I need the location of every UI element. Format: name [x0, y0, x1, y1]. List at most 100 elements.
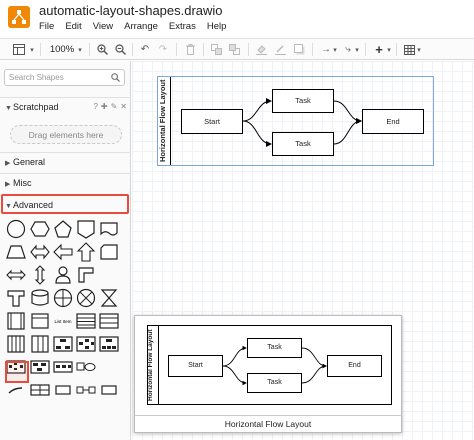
toolbar-divider: [312, 43, 313, 56]
chevron-down-icon[interactable]: ▾: [30, 46, 34, 54]
highlight-box: [1, 194, 129, 214]
line-color-icon[interactable]: [273, 42, 287, 57]
to-back-icon[interactable]: [227, 42, 241, 57]
search-icon[interactable]: [111, 73, 120, 82]
menu-view[interactable]: View: [92, 21, 114, 32]
list-item-label: List Item: [54, 319, 71, 324]
insert-plus-icon[interactable]: +: [375, 42, 383, 57]
menu-extras[interactable]: Extras: [168, 21, 196, 32]
connection-arrow-icon[interactable]: →: [321, 44, 331, 55]
preview-task-top: Task: [247, 338, 302, 358]
card-shape-icon[interactable]: [99, 242, 119, 262]
list-item-shape-icon[interactable]: List Item: [53, 311, 73, 331]
double-arrow-shape-icon[interactable]: [30, 242, 50, 262]
chevron-down-icon[interactable]: ▾: [355, 46, 359, 54]
table-shape-icon[interactable]: [99, 311, 119, 331]
preview-lane: [147, 325, 392, 405]
process-shape-icon[interactable]: [99, 380, 119, 400]
circle-shape-icon[interactable]: [6, 219, 26, 239]
note-shape-icon[interactable]: [6, 311, 26, 331]
chevron-right-icon: ▶: [5, 181, 11, 188]
rectangle-shape-icon[interactable]: [53, 380, 73, 400]
close-icon[interactable]: ✕: [120, 102, 127, 111]
connected-boxes-shape-icon[interactable]: [76, 380, 96, 400]
cylinder-shape-icon[interactable]: [30, 288, 50, 308]
or-shape-icon[interactable]: [53, 288, 73, 308]
document-title[interactable]: automatic-layout-shapes.drawio: [39, 3, 223, 18]
collate-shape-icon[interactable]: [99, 288, 119, 308]
flow-layout-shape-icon[interactable]: [76, 334, 96, 354]
tree-layout-shape-icon[interactable]: [53, 334, 73, 354]
zoom-dropdown-icon[interactable]: ▾: [78, 46, 82, 54]
chevron-down-icon[interactable]: ▾: [333, 46, 337, 54]
zoom-level[interactable]: 100%: [49, 44, 75, 55]
document-shape-icon[interactable]: [99, 219, 119, 239]
preview-divider: [135, 415, 401, 416]
scratchpad-drop-zone[interactable]: Drag elements here: [10, 125, 122, 144]
toolbar-divider: [365, 43, 366, 56]
search-shapes-input[interactable]: Search Shapes: [4, 69, 125, 86]
help-icon[interactable]: ?: [93, 102, 98, 111]
add-icon[interactable]: ✚: [100, 102, 108, 111]
preview-caption: Horizontal Flow Layout: [224, 419, 312, 429]
fill-color-icon[interactable]: [254, 42, 268, 57]
end-node[interactable]: End: [362, 109, 424, 134]
vertical-arrows-shape-icon[interactable]: [30, 265, 50, 285]
menu-arrange[interactable]: Arrange: [124, 21, 158, 32]
task-node-top[interactable]: Task: [272, 89, 334, 113]
zoom-in-icon[interactable]: [95, 42, 109, 57]
off-page-connector-shape-icon[interactable]: [76, 219, 96, 239]
corner-shape-icon[interactable]: [76, 265, 96, 285]
undo-icon[interactable]: ↶: [140, 44, 150, 55]
list-shape-icon[interactable]: [76, 311, 96, 331]
actor-shape-icon[interactable]: [53, 265, 73, 285]
pentagon-shape-icon[interactable]: [53, 219, 73, 239]
preview-end-node: End: [327, 355, 382, 377]
shape-preview-tooltip: Horizontal Flow Layout Start Task Task E…: [134, 315, 402, 433]
org-chart-shape-icon[interactable]: [99, 334, 119, 354]
horizontal-arrows-shape-icon[interactable]: [6, 265, 26, 285]
section-scratchpad[interactable]: ▼Scratchpad ? ✚ ✎ ✕: [0, 97, 131, 117]
preview-lane-header: Horizontal Flow Layout: [147, 325, 159, 405]
sum-shape-icon[interactable]: [76, 288, 96, 308]
chevron-down-icon: ▼: [5, 203, 12, 210]
up-arrow-shape-icon[interactable]: [76, 242, 96, 262]
horizontal-tree-shape-icon[interactable]: [53, 357, 73, 377]
redo-icon[interactable]: ↷: [158, 44, 168, 55]
section-label: General: [13, 157, 46, 167]
table-layout-shape-icon[interactable]: [30, 380, 50, 400]
hexagon-shape-icon[interactable]: [30, 219, 50, 239]
menu-file[interactable]: File: [39, 21, 55, 32]
delete-icon[interactable]: [183, 42, 197, 57]
waypoints-icon[interactable]: ⤷: [345, 44, 351, 55]
link-shape-icon[interactable]: [6, 380, 26, 400]
trapezoid-shape-icon[interactable]: [6, 242, 26, 262]
toolbar-divider: [40, 43, 41, 56]
format-panel-icon[interactable]: [10, 42, 28, 57]
to-front-icon[interactable]: [209, 42, 223, 57]
task-node-bottom[interactable]: Task: [272, 132, 334, 156]
shadow-icon[interactable]: [292, 42, 306, 57]
selected-lane-outline[interactable]: [157, 76, 434, 166]
zoom-out-icon[interactable]: [113, 42, 127, 57]
left-arrow-shape-icon[interactable]: [53, 242, 73, 262]
toolbar-divider: [203, 43, 204, 56]
chevron-down-icon[interactable]: ▾: [417, 46, 421, 54]
scratchpad-actions: ? ✚ ✎ ✕: [93, 102, 127, 111]
menu-help[interactable]: Help: [206, 21, 227, 32]
start-node[interactable]: Start: [181, 109, 243, 134]
container-shape-icon[interactable]: [30, 311, 50, 331]
pool-shape-icon[interactable]: [30, 334, 50, 354]
edit-icon[interactable]: ✎: [110, 102, 118, 111]
lane-header[interactable]: Horizontal Flow Layout: [158, 77, 171, 165]
t-shape-icon[interactable]: [6, 288, 26, 308]
chevron-down-icon[interactable]: ▾: [387, 46, 391, 54]
toolbar-divider: [132, 43, 133, 56]
section-general[interactable]: ▶General: [0, 152, 131, 172]
vertical-tree-shape-icon[interactable]: [30, 357, 50, 377]
process-ellipse-shape-icon[interactable]: [76, 357, 96, 377]
menu-edit[interactable]: Edit: [65, 21, 82, 32]
section-misc[interactable]: ▶Misc: [0, 173, 131, 193]
swimlane-vertical-shape-icon[interactable]: [6, 334, 26, 354]
table-icon[interactable]: [402, 42, 416, 57]
